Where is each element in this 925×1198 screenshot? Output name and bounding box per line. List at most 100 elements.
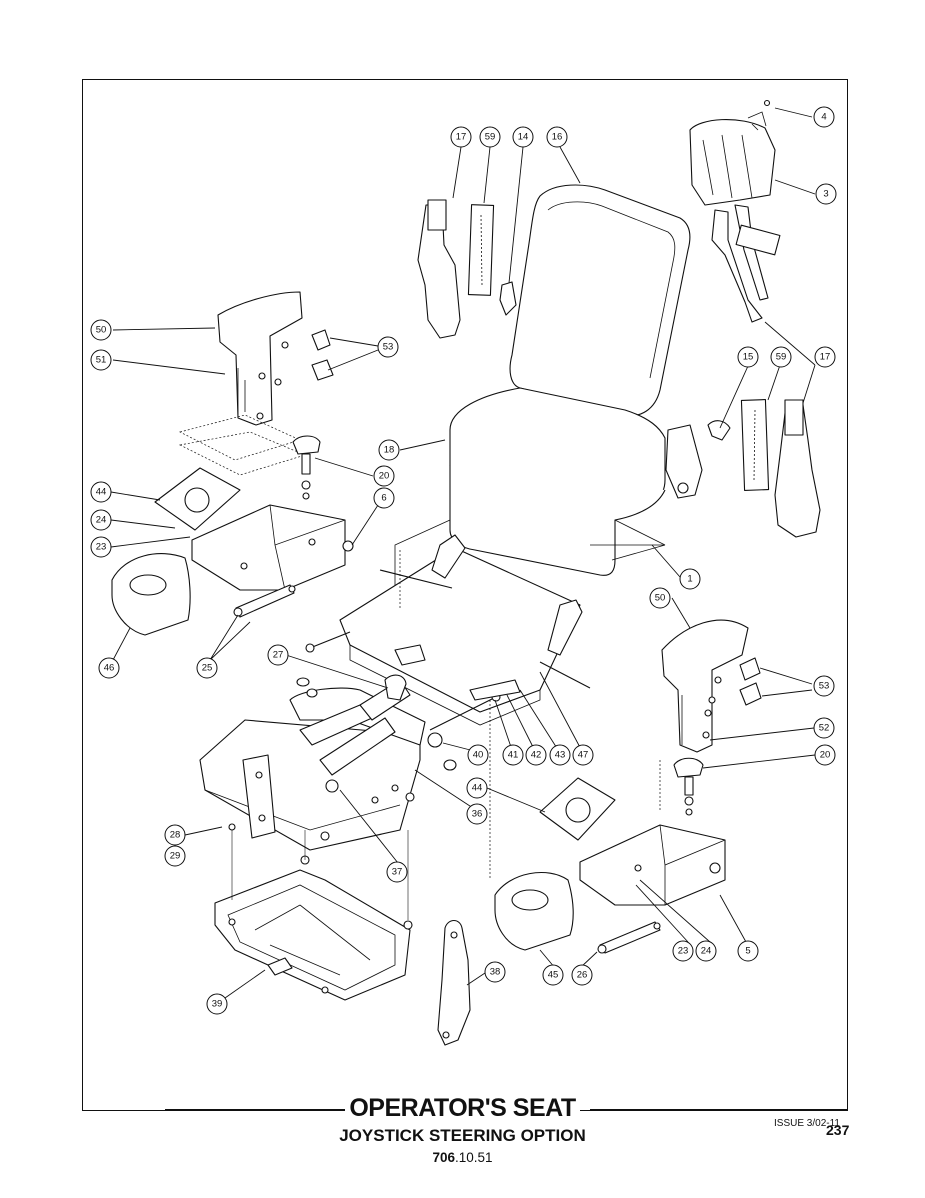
title-rule-left bbox=[165, 1109, 350, 1111]
callout-16: 16 bbox=[546, 126, 568, 148]
svg-text:50: 50 bbox=[96, 325, 107, 336]
svg-text:4: 4 bbox=[821, 112, 826, 123]
svg-text:51: 51 bbox=[96, 355, 107, 366]
callouts: 4 3 17 59 14 16 50 53 51 15 59 17 18 20 … bbox=[90, 106, 837, 1015]
callout-36: 36 bbox=[466, 803, 488, 825]
svg-text:6: 6 bbox=[381, 493, 386, 504]
svg-text:29: 29 bbox=[170, 851, 181, 862]
page-title: OPERATOR'S SEAT bbox=[0, 1094, 925, 1123]
callout-42: 42 bbox=[525, 744, 547, 766]
callout-45: 45 bbox=[542, 964, 564, 986]
svg-text:50: 50 bbox=[655, 593, 666, 604]
callout-24-right: 24 bbox=[695, 940, 717, 962]
issue-label: ISSUE 3/02-11 bbox=[774, 1118, 840, 1129]
svg-text:44: 44 bbox=[472, 783, 483, 794]
callout-28: 28 bbox=[164, 824, 186, 846]
svg-text:24: 24 bbox=[701, 946, 712, 957]
callout-41: 41 bbox=[502, 744, 524, 766]
drawing-number-main: 706 bbox=[432, 1150, 455, 1165]
callout-24: 24 bbox=[90, 509, 112, 531]
callout-50: 50 bbox=[90, 319, 112, 341]
page-subtitle: JOYSTICK STEERING OPTION bbox=[339, 1126, 586, 1145]
svg-text:25: 25 bbox=[202, 663, 213, 674]
svg-text:17: 17 bbox=[456, 132, 467, 143]
callout-52: 52 bbox=[813, 717, 835, 739]
svg-text:43: 43 bbox=[555, 750, 566, 761]
svg-text:59: 59 bbox=[776, 352, 787, 363]
drawing-number-suffix: .10.51 bbox=[454, 1150, 493, 1165]
svg-text:23: 23 bbox=[96, 542, 107, 553]
callout-1: 1 bbox=[679, 568, 701, 590]
callout-46: 46 bbox=[98, 657, 120, 679]
callout-23: 23 bbox=[90, 536, 112, 558]
callout-39: 39 bbox=[206, 993, 228, 1015]
svg-text:3: 3 bbox=[823, 189, 828, 200]
callout-20: 20 bbox=[373, 465, 395, 487]
callout-40: 40 bbox=[467, 744, 489, 766]
svg-text:45: 45 bbox=[548, 970, 559, 981]
svg-text:38: 38 bbox=[490, 967, 501, 978]
diagram-linework bbox=[111, 99, 821, 1046]
callout-53-right: 53 bbox=[813, 675, 835, 697]
callout-26: 26 bbox=[571, 964, 593, 986]
callout-44: 44 bbox=[90, 481, 112, 503]
svg-text:39: 39 bbox=[212, 999, 223, 1010]
callout-18: 18 bbox=[378, 439, 400, 461]
svg-text:27: 27 bbox=[273, 650, 284, 661]
svg-text:20: 20 bbox=[379, 471, 390, 482]
callout-43: 43 bbox=[549, 744, 571, 766]
svg-text:24: 24 bbox=[96, 515, 107, 526]
svg-text:5: 5 bbox=[745, 946, 750, 957]
callout-25: 25 bbox=[196, 657, 218, 679]
svg-text:40: 40 bbox=[473, 750, 484, 761]
svg-text:23: 23 bbox=[678, 946, 689, 957]
svg-text:14: 14 bbox=[518, 132, 529, 143]
svg-text:59: 59 bbox=[485, 132, 496, 143]
svg-text:1: 1 bbox=[687, 574, 692, 585]
callout-6: 6 bbox=[373, 487, 395, 509]
svg-text:52: 52 bbox=[819, 723, 830, 734]
callout-17: 17 bbox=[450, 126, 472, 148]
svg-text:46: 46 bbox=[104, 663, 115, 674]
svg-text:44: 44 bbox=[96, 487, 107, 498]
svg-text:26: 26 bbox=[577, 970, 588, 981]
leader-lines bbox=[110, 107, 816, 999]
svg-text:42: 42 bbox=[531, 750, 542, 761]
callout-59: 59 bbox=[479, 126, 501, 148]
svg-text:20: 20 bbox=[820, 750, 831, 761]
callout-23-right: 23 bbox=[672, 940, 694, 962]
svg-text:41: 41 bbox=[508, 750, 519, 761]
callout-3: 3 bbox=[815, 183, 837, 205]
callout-50-right: 50 bbox=[649, 587, 671, 609]
callout-17: 17 bbox=[814, 346, 836, 368]
callout-47: 47 bbox=[572, 744, 594, 766]
callout-38: 38 bbox=[484, 961, 506, 983]
callout-4: 4 bbox=[813, 106, 835, 128]
svg-text:53: 53 bbox=[383, 342, 394, 353]
svg-text:37: 37 bbox=[392, 867, 403, 878]
callout-5: 5 bbox=[737, 940, 759, 962]
svg-text:28: 28 bbox=[170, 830, 181, 841]
svg-text:16: 16 bbox=[552, 132, 563, 143]
page-number: 237 bbox=[826, 1122, 850, 1138]
drawing-number: 706.10.51 bbox=[0, 1150, 925, 1165]
svg-text:47: 47 bbox=[578, 750, 589, 761]
svg-text:36: 36 bbox=[472, 809, 483, 820]
svg-text:17: 17 bbox=[820, 352, 831, 363]
svg-text:15: 15 bbox=[743, 352, 754, 363]
callout-29: 29 bbox=[164, 845, 186, 867]
drawing-border bbox=[82, 79, 848, 1111]
title-rule-right bbox=[590, 1109, 848, 1111]
callout-44-right: 44 bbox=[466, 777, 488, 799]
callout-15: 15 bbox=[737, 346, 759, 368]
callout-27: 27 bbox=[267, 644, 289, 666]
callout-20-right: 20 bbox=[814, 744, 836, 766]
callout-53: 53 bbox=[377, 336, 399, 358]
svg-text:18: 18 bbox=[384, 445, 395, 456]
callout-59: 59 bbox=[770, 346, 792, 368]
callout-37: 37 bbox=[386, 861, 408, 883]
svg-text:53: 53 bbox=[819, 681, 830, 692]
callout-14: 14 bbox=[512, 126, 534, 148]
callout-51: 51 bbox=[90, 349, 112, 371]
